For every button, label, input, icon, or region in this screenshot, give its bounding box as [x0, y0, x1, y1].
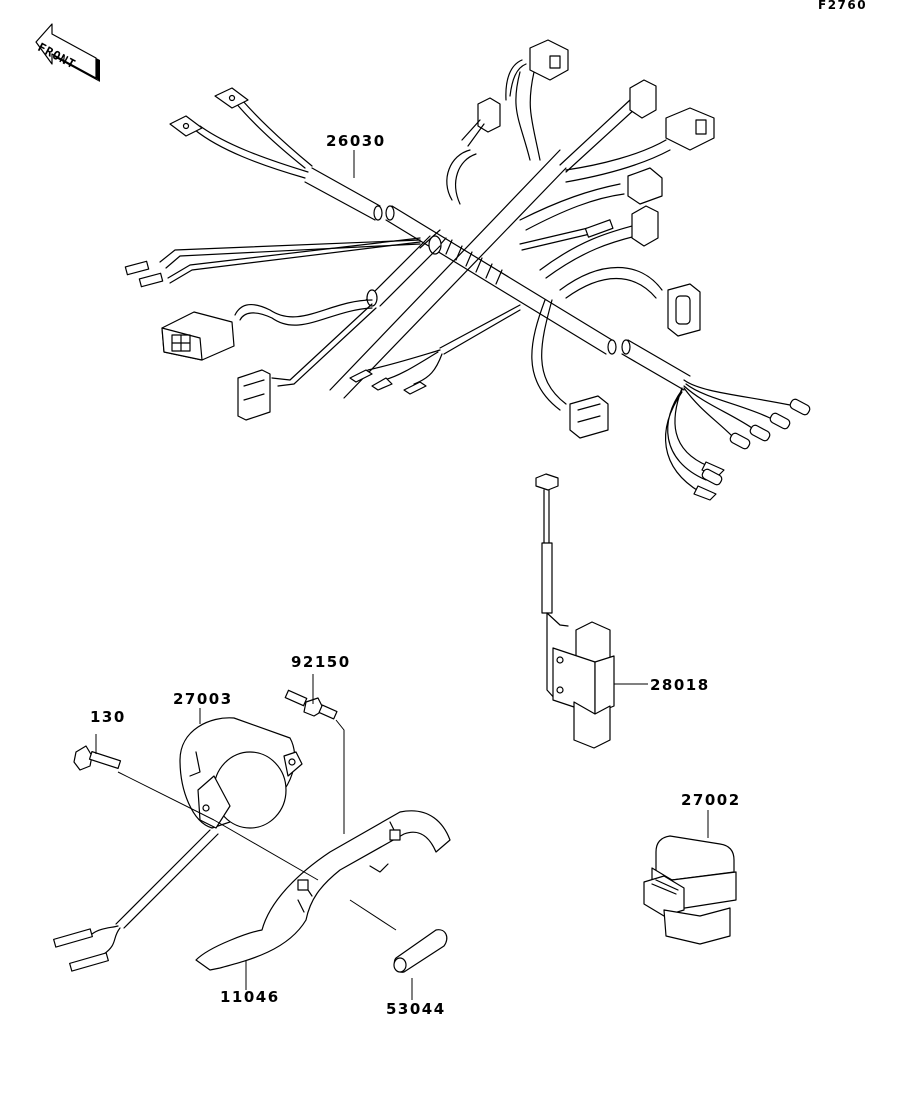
horn-lead-illustration — [53, 829, 219, 972]
front-arrow-icon — [35, 23, 100, 82]
bolt-illustration — [73, 734, 215, 821]
regulator-illustration — [535, 473, 648, 749]
stud-illustration — [284, 674, 345, 834]
part-label-tube[interactable]: 53044 — [386, 1000, 446, 1018]
horn-illustration — [179, 708, 303, 829]
part-label-bracket[interactable]: 11046 — [220, 988, 280, 1006]
part-label-horn[interactable]: 27003 — [173, 690, 233, 708]
part-label-relay[interactable]: 27002 — [681, 791, 741, 809]
tube-illustration — [349, 899, 448, 1000]
front-label: FRONT — [35, 40, 79, 72]
bracket-illustration — [195, 810, 451, 990]
relay-illustration — [643, 810, 737, 945]
part-label-harness[interactable]: 26030 — [326, 132, 386, 150]
figure-code: F2760 — [818, 0, 868, 12]
wiring-harness-illustration — [124, 39, 811, 501]
part-label-stud[interactable]: 92150 — [291, 653, 351, 671]
front-indicator: FRONT — [35, 22, 100, 82]
part-label-bolt[interactable]: 130 — [90, 708, 126, 726]
part-label-regulator[interactable]: 28018 — [650, 676, 710, 694]
